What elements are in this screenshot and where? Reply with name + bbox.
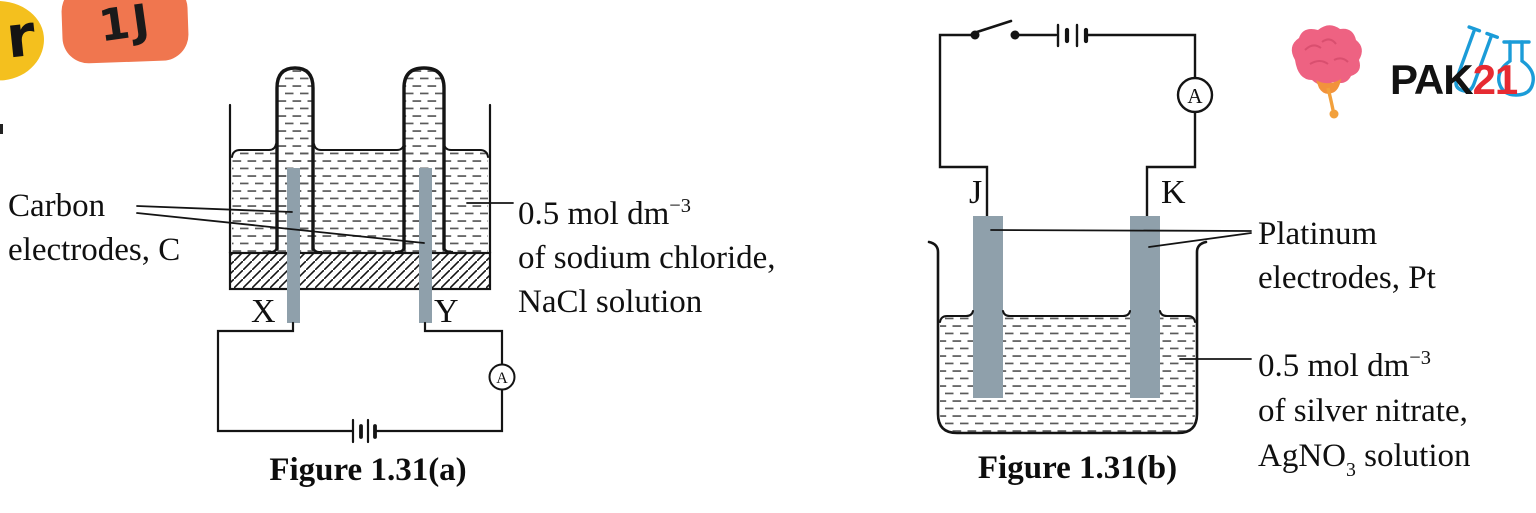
switch-blade-icon xyxy=(975,19,1013,34)
nacl-solution-line3: NaCl solution xyxy=(518,284,703,320)
battery-long-plates-a xyxy=(351,418,370,444)
ammeter-a xyxy=(488,363,516,391)
ammeter-b xyxy=(1176,76,1214,114)
test-tube-right-mouth xyxy=(394,246,454,254)
edge-artifact xyxy=(0,124,3,134)
circuit-wires-b xyxy=(938,33,1197,218)
carbon-electrode-x xyxy=(287,168,300,323)
pointer-lines-a xyxy=(136,202,514,244)
figure-a: A X Y xyxy=(136,66,516,444)
carbon-electrodes-label: Carbon electrodes, C xyxy=(8,184,180,272)
nacl-solution-line2: of sodium chloride, xyxy=(518,240,776,276)
brand-name-black: PAK xyxy=(1390,56,1474,103)
platinum-electrode-k xyxy=(1130,216,1160,398)
agno3-subscript: 3 xyxy=(1346,458,1356,481)
carbon-electrode-y xyxy=(419,168,432,323)
agno3-solution-label: 0.5 mol dm−3 of silver nitrate, AgNO3 so… xyxy=(1258,336,1471,493)
test-tube-right-contents xyxy=(404,68,444,250)
carbon-electrodes-line2: electrodes, C xyxy=(8,232,181,268)
nacl-solution xyxy=(232,149,488,253)
drip-icon xyxy=(1326,87,1335,111)
liquid-surface-b xyxy=(939,310,1196,323)
concentration-a-exponent: −3 xyxy=(669,195,692,217)
brand-logo: PAK21 xyxy=(1390,56,1519,104)
figure-a-caption: Figure 1.31(a) xyxy=(269,452,467,488)
test-tube-left xyxy=(275,66,315,251)
platinum-electrode-j xyxy=(973,216,1003,398)
battery-short-plates-b xyxy=(1064,27,1089,44)
electrode-j-label: J xyxy=(969,174,982,211)
switch-contact-right xyxy=(1010,30,1020,40)
figure-b-caption: Figure 1.31(b) xyxy=(977,450,1178,486)
figure-b: A J K xyxy=(927,19,1252,435)
tank-base-hatched xyxy=(228,251,492,291)
carbon-electrodes-line1: Carbon xyxy=(8,188,106,224)
concentration-b: 0.5 mol dm xyxy=(1258,348,1410,384)
agno3-formula: AgNO xyxy=(1258,438,1346,474)
beaker xyxy=(927,240,1208,435)
tank-walls xyxy=(228,103,492,255)
platinum-electrodes-label: Platinum electrodes, Pt xyxy=(1258,212,1436,300)
ammeter-b-label: A xyxy=(1187,84,1203,108)
pointer-lines-b xyxy=(990,229,1252,360)
battery-short-plates-a xyxy=(359,424,377,439)
brand-name-red: 21 xyxy=(1472,56,1519,103)
flask-icon xyxy=(1454,25,1535,97)
nacl-solution-line1: 0.5 mol dm−3 xyxy=(518,184,776,236)
ammeter-a-label: A xyxy=(496,370,508,387)
test-tube-right xyxy=(402,66,446,251)
circuit-wires-a xyxy=(216,321,504,433)
agno3-solution-line3: AgNO3 solution xyxy=(1258,434,1471,493)
agno3-solution-line1: 0.5 mol dm−3 xyxy=(1258,336,1471,389)
concentration-b-exponent: −3 xyxy=(1409,347,1432,369)
nacl-solution-label: 0.5 mol dm−3 of sodium chloride, NaCl so… xyxy=(518,184,776,324)
electrode-y-label: Y xyxy=(434,293,459,330)
orange-tag-sticker: 1J xyxy=(60,0,190,65)
brain-logo-icon xyxy=(1291,25,1362,119)
battery-long-plates-b xyxy=(1056,23,1079,48)
electrode-k-label: K xyxy=(1161,174,1186,211)
test-tube-left-contents xyxy=(277,68,313,250)
agno3-solution-line2: of silver nitrate, xyxy=(1258,393,1468,429)
test-tube-left-mouth xyxy=(267,246,323,254)
platinum-electrodes-line1: Platinum xyxy=(1258,216,1378,252)
concentration-a: 0.5 mol dm xyxy=(518,196,670,232)
agno3-suffix: solution xyxy=(1355,438,1471,474)
sticker-tag-text: 1J xyxy=(95,0,155,52)
electrode-x-label: X xyxy=(251,293,276,330)
platinum-electrodes-line2: electrodes, Pt xyxy=(1258,260,1436,296)
